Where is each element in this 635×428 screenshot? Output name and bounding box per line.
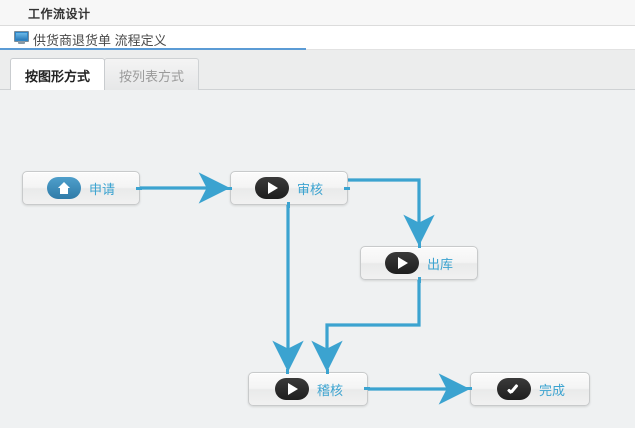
stub-review-left bbox=[226, 187, 232, 190]
workflow-node-apply[interactable]: 申请 bbox=[22, 171, 140, 205]
workflow-node-apply-label: 申请 bbox=[89, 181, 116, 197]
workflow-canvas[interactable]: 申请 审核 出库 稽核 完成 bbox=[0, 90, 635, 428]
check-icon-pill bbox=[497, 378, 531, 400]
stub-audit-right bbox=[364, 387, 370, 390]
monitor-screen-inner bbox=[16, 33, 27, 40]
workflow-connectors bbox=[140, 172, 471, 405]
play-icon-pill bbox=[255, 177, 289, 199]
stub-review-right bbox=[344, 187, 350, 190]
workflow-node-outbound-label: 出库 bbox=[427, 256, 454, 272]
monitor-stand bbox=[18, 41, 25, 44]
play-icon-pill bbox=[275, 378, 309, 400]
tab-list-view[interactable]: 按列表方式 bbox=[104, 58, 200, 90]
document-header bbox=[0, 27, 635, 49]
play-icon bbox=[398, 257, 408, 269]
monitor-icon bbox=[14, 31, 29, 44]
stub-done-left bbox=[466, 387, 472, 390]
workflow-node-review[interactable]: 审核 bbox=[230, 171, 348, 205]
workflow-node-done[interactable]: 完成 bbox=[470, 372, 590, 406]
play-icon bbox=[268, 182, 278, 194]
stub-outbound-top bbox=[418, 242, 421, 248]
stub-audit-top-right bbox=[326, 369, 329, 374]
workflow-node-audit[interactable]: 稽核 bbox=[248, 372, 368, 406]
play-icon bbox=[288, 383, 298, 395]
stub-apply-right bbox=[136, 187, 142, 190]
tab-strip: 按图形方式 按列表方式 bbox=[0, 50, 635, 90]
stub-review-bottom bbox=[287, 202, 290, 208]
tab-graphical-view[interactable]: 按图形方式 bbox=[10, 58, 106, 90]
app-title-bar: 工作流设计 bbox=[0, 0, 635, 26]
stub-audit-top-left bbox=[286, 369, 289, 374]
workflow-node-outbound[interactable]: 出库 bbox=[360, 246, 478, 280]
play-icon-pill bbox=[385, 252, 419, 274]
workflow-node-audit-label: 稽核 bbox=[317, 382, 344, 398]
home-icon-pill bbox=[47, 177, 81, 199]
edge-outbound-to-audit bbox=[311, 280, 421, 373]
stub-outbound-bottom bbox=[418, 277, 421, 283]
check-icon bbox=[506, 383, 521, 395]
document-title: 供货商退货单 流程定义 bbox=[33, 33, 167, 48]
document-header-underline-rest bbox=[306, 49, 635, 50]
workflow-node-done-label: 完成 bbox=[539, 382, 566, 398]
document-header-underline bbox=[0, 48, 306, 50]
app-title: 工作流设计 bbox=[28, 7, 91, 21]
workflow-node-review-label: 审核 bbox=[297, 181, 324, 197]
home-icon bbox=[57, 182, 71, 194]
edge-review-to-outbound bbox=[348, 178, 435, 247]
